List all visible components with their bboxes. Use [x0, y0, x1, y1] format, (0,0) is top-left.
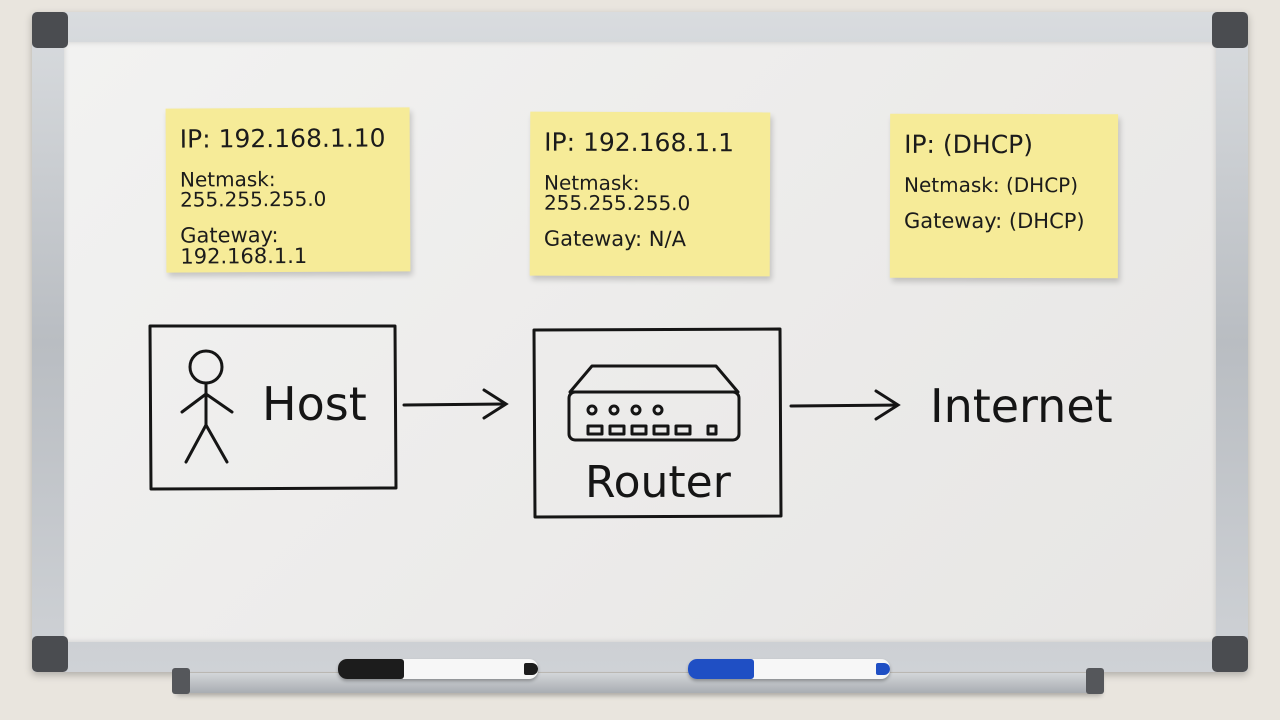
- tray-bracket: [172, 668, 190, 694]
- blue-marker[interactable]: [688, 659, 890, 679]
- stick-figure-icon: [180, 349, 234, 464]
- frame-corner: [32, 636, 68, 672]
- black-marker[interactable]: [338, 659, 538, 679]
- internet-label: Internet: [930, 379, 1113, 433]
- router-box: [532, 327, 783, 519]
- frame-corner: [1212, 636, 1248, 672]
- host-box: [148, 324, 398, 491]
- router-label: Router: [585, 457, 732, 508]
- frame-corner: [1212, 12, 1248, 48]
- arrow-right-icon: [402, 388, 509, 420]
- marker-end: [876, 663, 890, 675]
- marker-cap: [688, 659, 754, 679]
- marker-tray: [176, 673, 1102, 693]
- tray-bracket: [1086, 668, 1104, 694]
- marker-cap: [338, 659, 404, 679]
- host-label: Host: [262, 377, 367, 431]
- frame-corner: [32, 12, 68, 48]
- arrow-right-icon: [789, 389, 901, 421]
- router-icon: [567, 364, 741, 442]
- marker-end: [524, 663, 538, 675]
